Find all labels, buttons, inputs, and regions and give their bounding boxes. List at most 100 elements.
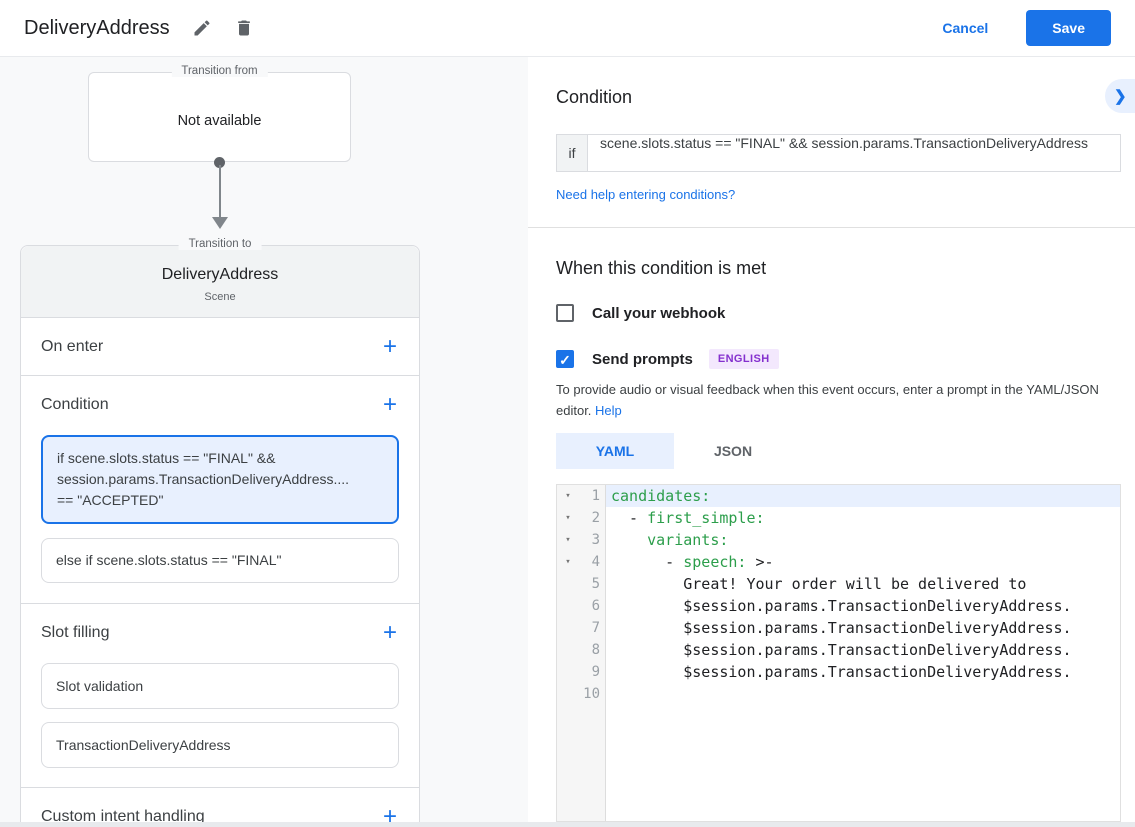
transition-from-value: Not available <box>177 113 262 129</box>
line-number: 4 <box>579 550 606 573</box>
transition-from-box: Transition from Not available <box>88 65 351 162</box>
code-line[interactable]: ▾3 variants: <box>557 528 1120 551</box>
if-prefix-label: if <box>556 134 588 172</box>
condition-expression-input[interactable]: scene.slots.status == "FINAL" && session… <box>588 134 1121 172</box>
panel-divider <box>528 227 1135 228</box>
code-line[interactable]: 10 <box>557 682 1120 705</box>
condition-label: Condition <box>41 395 109 413</box>
scene-card-header[interactable]: DeliveryAddress Scene <box>21 246 419 318</box>
yaml-plain-token: $session.params.TransactionDeliveryAddre… <box>611 662 1072 681</box>
collapse-panel-button[interactable]: ❯ <box>1105 79 1135 113</box>
scene-card: Transition to DeliveryAddress Scene On e… <box>20 238 420 827</box>
webhook-row: Call your webhook <box>556 304 1135 322</box>
section-on-enter: On enter + <box>21 318 419 375</box>
yaml-key-token: candidates: <box>611 486 711 505</box>
yaml-plain-token: >- <box>746 552 774 571</box>
add-condition-icon[interactable]: + <box>382 390 397 418</box>
send-prompts-checkbox[interactable]: ✓ <box>556 350 574 368</box>
condition-item[interactable]: else if scene.slots.status == "FINAL" <box>41 538 399 583</box>
code-line-text[interactable]: $session.params.TransactionDeliveryAddre… <box>606 661 1120 683</box>
line-number: 5 <box>579 572 606 595</box>
delete-scene-button[interactable] <box>234 18 254 38</box>
code-line[interactable]: 6 $session.params.TransactionDeliveryAdd… <box>557 594 1120 617</box>
horizontal-scrollbar[interactable] <box>0 822 1135 827</box>
add-custom-intent-icon[interactable]: + <box>382 802 397 827</box>
code-line-text[interactable]: Great! Your order will be delivered to <box>606 573 1120 595</box>
scene-name: DeliveryAddress <box>161 266 279 283</box>
yaml-key-token: first_simple: <box>647 508 765 527</box>
line-number: 3 <box>579 528 606 551</box>
code-line-text[interactable]: variants: <box>606 529 1120 551</box>
language-badge: ENGLISH <box>708 349 779 369</box>
slot-item-validation[interactable]: Slot validation <box>41 663 399 709</box>
code-line[interactable]: 7 $session.params.TransactionDeliveryAdd… <box>557 616 1120 639</box>
prompts-description: To provide audio or visual feedback when… <box>556 380 1121 422</box>
line-number: 9 <box>579 660 606 683</box>
fold-gutter <box>557 572 579 595</box>
fold-gutter <box>557 594 579 617</box>
code-line[interactable]: ▾2 - first_simple: <box>557 506 1120 529</box>
code-line-text[interactable]: $session.params.TransactionDeliveryAddre… <box>606 595 1120 617</box>
page-title: DeliveryAddress <box>24 16 170 39</box>
prompts-help-link[interactable]: Help <box>595 402 622 418</box>
section-custom-intent: Custom intent handling + <box>21 788 419 827</box>
add-slot-icon[interactable]: + <box>382 618 397 646</box>
line-number: 1 <box>579 484 606 507</box>
main-content: Transition from Not available Transition… <box>0 57 1135 827</box>
yaml-plain-token: $session.params.TransactionDeliveryAddre… <box>611 618 1072 637</box>
yaml-plain-token: - <box>611 552 684 571</box>
fold-arrow-icon[interactable]: ▾ <box>557 528 579 551</box>
scene-diagram-pane: Transition from Not available Transition… <box>0 57 528 827</box>
code-area[interactable] <box>606 705 1120 821</box>
transition-from-label: Transition from <box>171 65 268 77</box>
condition-expression-row: if scene.slots.status == "FINAL" && sess… <box>556 134 1121 172</box>
condition-item-selected[interactable]: if scene.slots.status == "FINAL" && sess… <box>41 435 399 524</box>
yaml-plain-token: $session.params.TransactionDeliveryAddre… <box>611 596 1072 615</box>
yaml-plain-token: - <box>611 508 648 527</box>
add-on-enter-icon[interactable]: + <box>382 332 397 360</box>
on-enter-label: On enter <box>41 337 104 355</box>
yaml-plain-token: $session.params.TransactionDeliveryAddre… <box>611 640 1072 659</box>
line-number: 7 <box>579 616 606 639</box>
prompts-description-text: To provide audio or visual feedback when… <box>556 382 1099 418</box>
code-line[interactable]: 9 $session.params.TransactionDeliveryAdd… <box>557 660 1120 683</box>
tab-json[interactable]: JSON <box>713 442 753 459</box>
code-line-text[interactable]: $session.params.TransactionDeliveryAddre… <box>606 639 1120 661</box>
scene-type-label: Scene <box>204 291 236 303</box>
code-line-text[interactable]: - first_simple: <box>606 507 1120 529</box>
tab-yaml[interactable]: YAML <box>556 432 674 469</box>
code-line[interactable]: 5 Great! Your order will be delivered to <box>557 572 1120 595</box>
fold-arrow-icon[interactable]: ▾ <box>557 484 579 507</box>
condition-detail-pane: ❯ Condition if scene.slots.status == "FI… <box>528 57 1135 827</box>
send-prompts-row: ✓ Send prompts ENGLISH <box>556 349 1135 369</box>
yaml-key-token: speech: <box>683 552 747 571</box>
edit-title-button[interactable] <box>192 18 212 38</box>
fold-gutter <box>557 660 579 683</box>
line-number-gutter <box>579 704 606 821</box>
code-line[interactable]: 8 $session.params.TransactionDeliveryAdd… <box>557 638 1120 661</box>
slot-item-delivery-address[interactable]: TransactionDeliveryAddress <box>41 722 399 768</box>
code-line-text[interactable]: candidates: <box>606 484 1120 507</box>
fold-arrow-icon[interactable]: ▾ <box>557 550 579 573</box>
fold-gutter <box>557 616 579 639</box>
fold-gutter <box>557 704 579 821</box>
cancel-button[interactable]: Cancel <box>942 20 989 36</box>
connector-arrowhead-icon <box>212 217 228 229</box>
fold-arrow-icon[interactable]: ▾ <box>557 506 579 529</box>
save-button[interactable]: Save <box>1026 10 1111 46</box>
section-condition: Condition + <box>21 376 419 433</box>
connector-line <box>219 165 221 217</box>
section-slot-filling: Slot filling + <box>21 604 419 661</box>
editor-tabs: YAML JSON <box>556 432 1135 469</box>
line-number: 2 <box>579 506 606 529</box>
code-line[interactable]: ▾1 candidates: <box>557 484 1120 507</box>
conditions-help-link[interactable]: Need help entering conditions? <box>556 187 736 202</box>
code-line-text[interactable]: - speech: >- <box>606 551 1120 573</box>
code-line[interactable]: ▾4 - speech: >- <box>557 550 1120 573</box>
send-prompts-label: Send prompts <box>592 350 693 368</box>
code-line-text[interactable] <box>606 683 1120 705</box>
code-line-text[interactable]: $session.params.TransactionDeliveryAddre… <box>606 617 1120 639</box>
app-header: DeliveryAddress Cancel Save <box>0 0 1135 57</box>
call-webhook-checkbox[interactable] <box>556 304 574 322</box>
